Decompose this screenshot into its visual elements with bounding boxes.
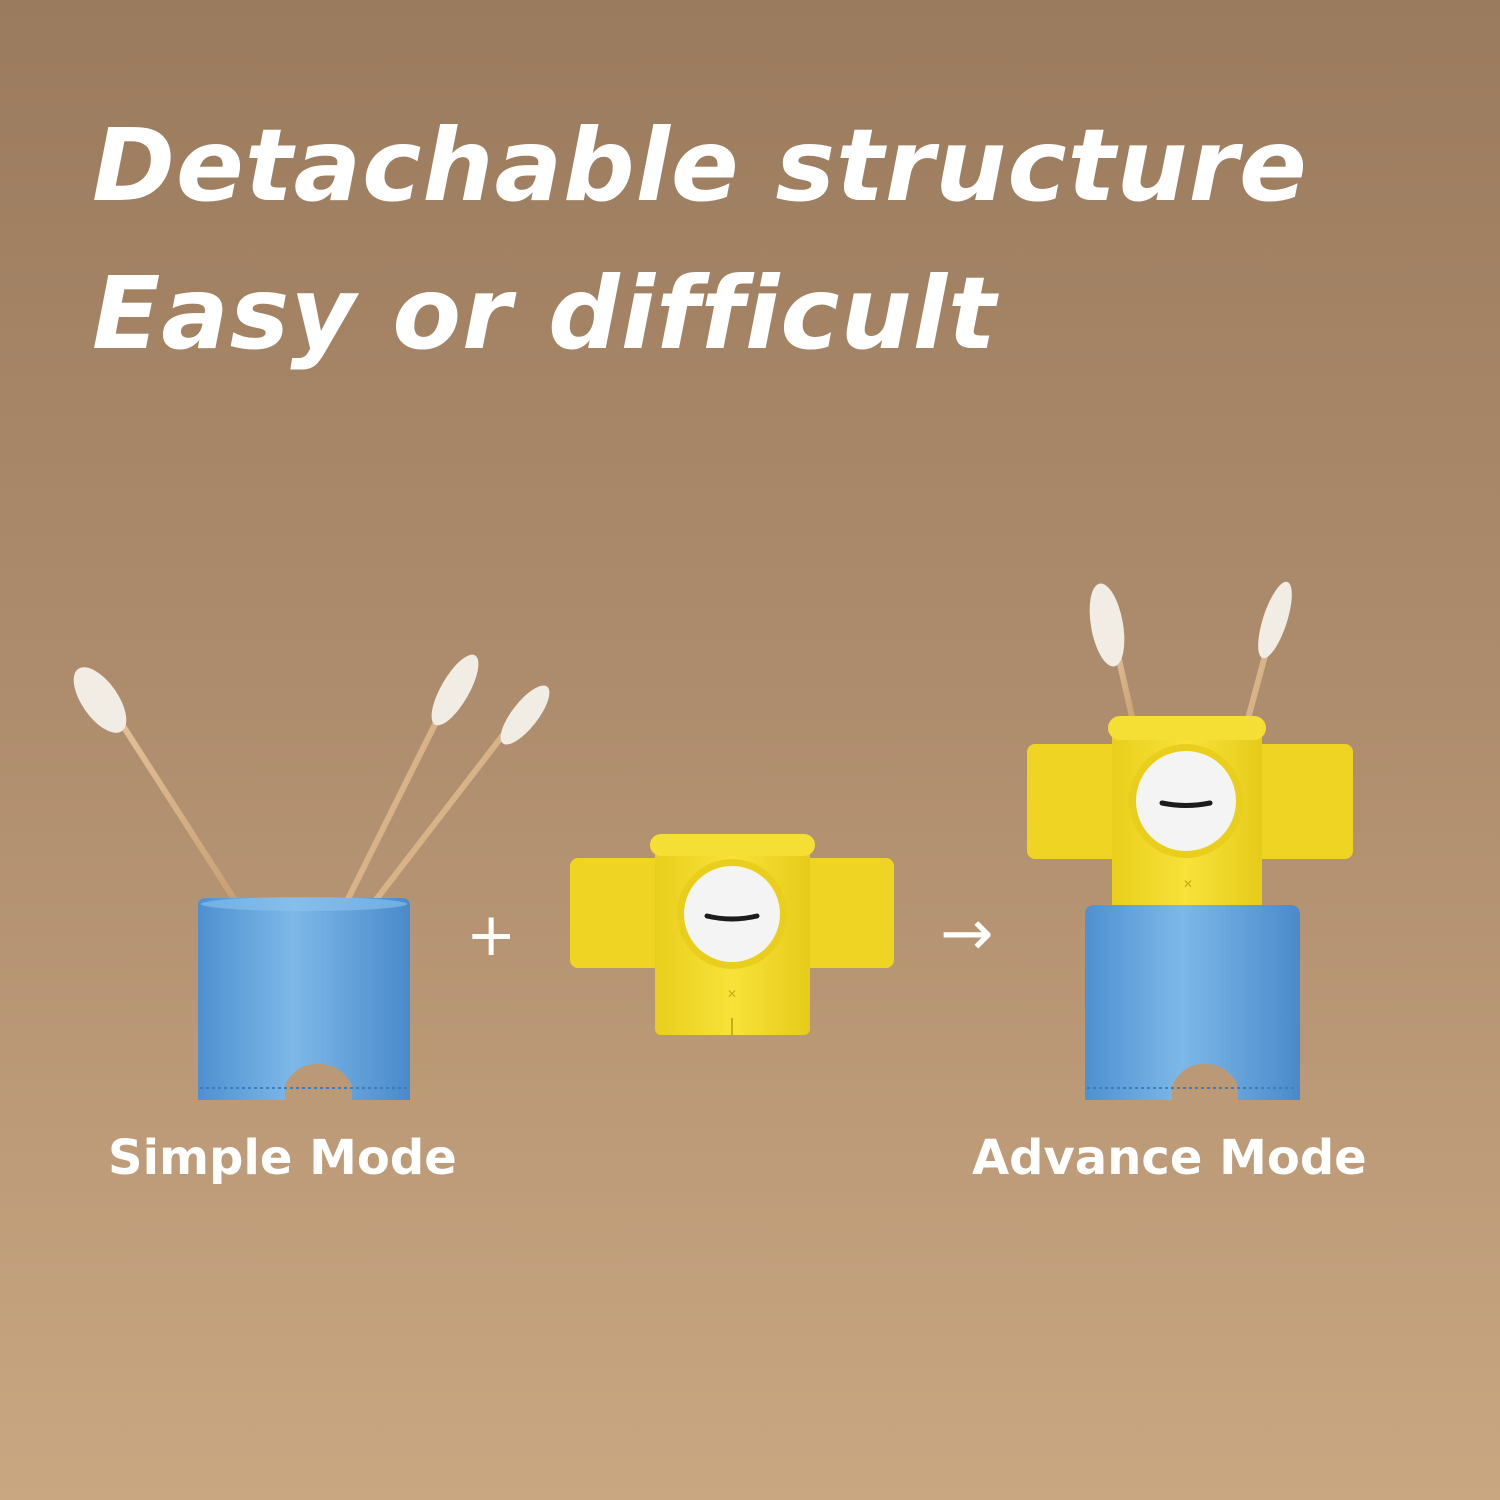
blue-holder-icon xyxy=(1085,905,1300,1100)
advance-mode-holder: ✕ xyxy=(1027,581,1353,1100)
svg-text:✕: ✕ xyxy=(727,987,737,1001)
simple-mode-caption: Simple Mode xyxy=(108,1130,457,1186)
plus-sign: + xyxy=(466,900,517,970)
advance-mode-caption: Advance Mode xyxy=(972,1130,1367,1186)
arrow-icon: → xyxy=(940,897,994,971)
blue-holder-icon xyxy=(198,898,410,1100)
headline: Detachable structure Easy or difficult xyxy=(92,92,1308,388)
cotton-swab-icon xyxy=(369,685,550,908)
face-icon xyxy=(677,859,787,969)
headline-line-2: Easy or difficult xyxy=(92,255,997,372)
svg-text:✕: ✕ xyxy=(1183,877,1193,891)
face-icon xyxy=(1129,744,1243,858)
headline-line-1: Detachable structure xyxy=(92,107,1308,224)
simple-mode-holder xyxy=(73,654,550,1100)
cotton-swab-icon xyxy=(342,654,479,908)
cotton-swab-icon xyxy=(1089,583,1138,733)
cotton-swab-icon xyxy=(73,667,241,908)
yellow-module: ✕ xyxy=(570,834,894,1035)
cotton-swab-icon xyxy=(1242,581,1292,733)
